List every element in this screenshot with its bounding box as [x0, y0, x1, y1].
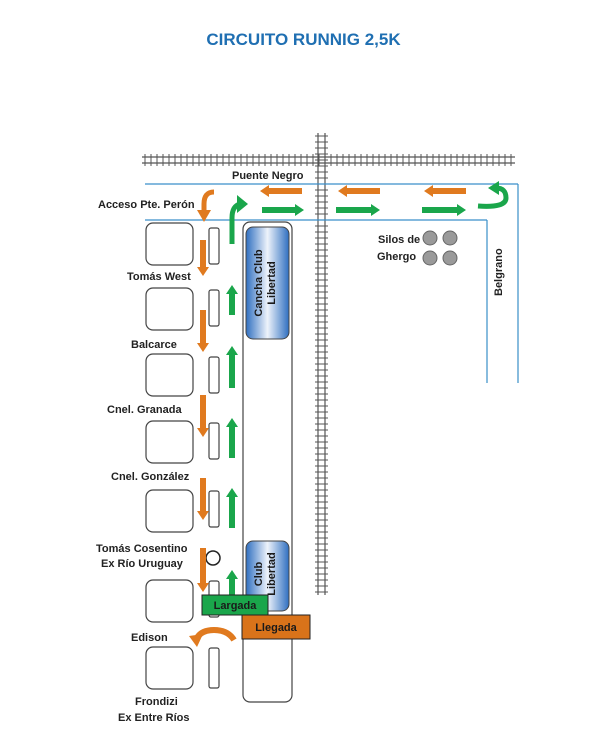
street-frondizi-1: Frondizi [135, 696, 178, 708]
block [145, 646, 194, 690]
u-turn-arrow-orange-head [189, 634, 203, 647]
start-label: Largada [214, 600, 258, 612]
street-gonzalez: Cnel. González [111, 471, 190, 483]
start-box [201, 594, 269, 616]
median [208, 490, 220, 528]
green-arrow-up [226, 570, 238, 598]
railway-horizontal [142, 154, 515, 166]
block [145, 353, 194, 397]
median [208, 356, 220, 394]
cancha-field [245, 226, 290, 340]
silos-label-1: Silos de [378, 234, 420, 246]
street-granada: Cnel. Granada [107, 404, 182, 416]
turn-arrow-orange-top [201, 189, 215, 214]
block [145, 489, 194, 533]
finish-label: Llegada [255, 622, 297, 634]
green-arrow-right [422, 204, 466, 216]
orange-arrow-down [197, 310, 209, 352]
orange-arrow-down [197, 548, 209, 592]
club-label-1: Club [253, 562, 265, 587]
median [208, 422, 220, 460]
street-edison: Edison [131, 632, 168, 644]
railway-vertical [315, 133, 328, 595]
cancha-label-2: Libertad [266, 261, 278, 304]
silos-icon [422, 230, 458, 266]
street-balcarce: Balcarce [131, 339, 177, 351]
street-belgrano: Belgrano [493, 248, 505, 296]
median [208, 289, 220, 327]
orange-arrow-left [424, 185, 466, 197]
road-lines [145, 183, 519, 383]
block [145, 287, 194, 331]
street-acceso: Acceso Pte. Perón [98, 199, 195, 211]
green-arrow-right [262, 204, 304, 216]
orange-arrow-left [338, 185, 380, 197]
city-blocks [145, 222, 194, 690]
turn-arrow-orange-top-head [197, 210, 211, 222]
club-label-2: Libertad [266, 552, 278, 595]
u-turn-arrow-green-head [488, 181, 499, 195]
block [145, 222, 194, 266]
u-turn-arrow-green [477, 185, 509, 209]
green-arrow-up [226, 488, 238, 528]
orange-arrow-left [260, 185, 302, 197]
street-frondizi-2: Ex Entre Ríos [118, 712, 190, 724]
page-title: CIRCUITO RUNNIG 2,5K [206, 30, 401, 49]
turn-arrow-green-top-head [237, 195, 248, 213]
outbound-arrows [226, 204, 466, 598]
orange-arrow-down [197, 240, 209, 276]
return-arrows [197, 185, 466, 592]
green-arrow-up [226, 285, 238, 315]
green-arrow-right [336, 204, 380, 216]
block [145, 579, 194, 623]
silos-label-2: Ghergo [377, 251, 416, 263]
orange-arrow-down [197, 478, 209, 520]
median-strips [208, 227, 220, 689]
street-puente-negro: Puente Negro [232, 170, 304, 182]
street-cosentino-1: Tomás Cosentino [96, 543, 188, 555]
median [208, 647, 220, 689]
street-tomas-west: Tomás West [127, 271, 191, 283]
green-arrow-up [226, 418, 238, 458]
waypoint-circle-icon [205, 550, 221, 566]
green-arrow-up [226, 346, 238, 388]
cancha-label-1: Cancha Club [253, 249, 265, 317]
block [145, 420, 194, 464]
median [208, 227, 220, 265]
finish-box [241, 614, 311, 640]
orange-arrow-down [197, 395, 209, 437]
street-cosentino-2: Ex Río Uruguay [101, 558, 184, 570]
